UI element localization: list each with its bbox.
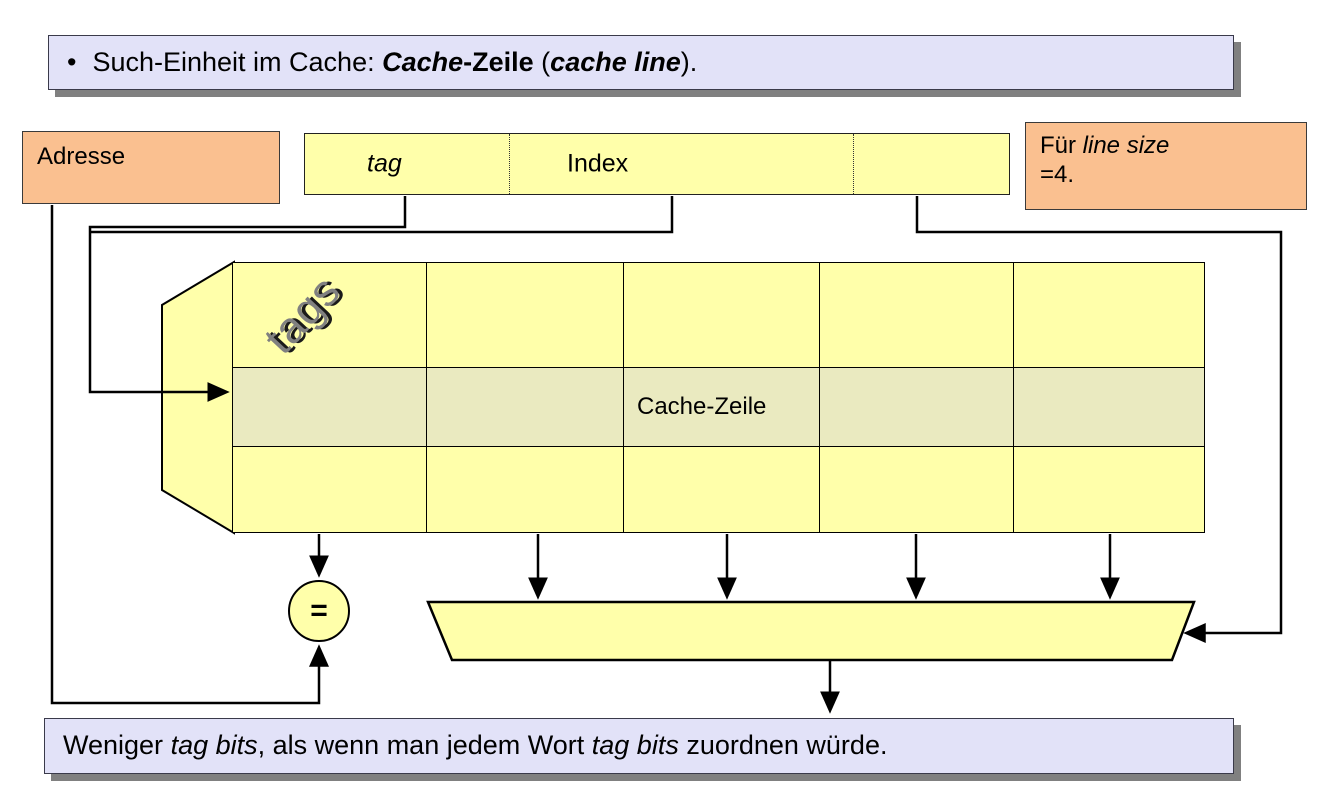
- footer-lead: Weniger: [63, 730, 171, 761]
- title-cache-line-word: cache line: [550, 46, 681, 77]
- addr-divider-index-offset: [853, 134, 854, 194]
- cache-row-2: [233, 447, 1204, 532]
- line-size-tail: =4.: [1040, 161, 1075, 189]
- footer-banner: Weniger tag bits, als wenn man jedem Wor…: [44, 718, 1234, 774]
- line-size-note-box: Für line size =4.: [1025, 122, 1307, 210]
- cache-col-divider-4: [1013, 263, 1014, 532]
- footer-text: Weniger tag bits, als wenn man jedem Wor…: [63, 730, 888, 761]
- word-select-mux: [426, 600, 1196, 662]
- address-bit-fields: tag Index: [304, 133, 1010, 195]
- footer-tail: zuordnen würde.: [678, 730, 888, 761]
- title-paren-open: (: [533, 46, 551, 77]
- title-paren-close: ).: [680, 46, 698, 77]
- equals-symbol: =: [310, 594, 328, 627]
- cache-line-label: Cache-Zeile: [637, 393, 767, 420]
- line-size-italic: line size: [1082, 132, 1170, 159]
- cache-col-divider-3: [819, 263, 820, 532]
- title-zeile-word: -Zeile: [463, 46, 534, 77]
- addr-divider-tag-index: [509, 134, 510, 194]
- title-cache-word: Cache: [382, 46, 464, 77]
- cache-row-1-highlighted: Cache-Zeile: [233, 367, 1204, 447]
- line-size-lead: Für: [1040, 132, 1083, 159]
- addr-field-tag-label: tag: [367, 149, 402, 178]
- tag-comparator: =: [288, 580, 350, 642]
- footer-mid: , als wenn man jedem Wort: [257, 730, 592, 761]
- cache-col-divider-1: [426, 263, 427, 532]
- footer-italic-2: tag bits: [591, 730, 679, 761]
- tag-array-shape: [161, 260, 235, 535]
- title-banner: • Such-Einheit im Cache: Cache-Zeile (ca…: [48, 35, 1234, 90]
- cache-array-grid: Cache-Zeile: [232, 262, 1205, 533]
- cache-row-0: [233, 263, 1204, 367]
- title-lead: Such-Einheit im Cache:: [92, 46, 383, 77]
- tag-array-block: [150, 260, 236, 535]
- addr-field-index-label: Index: [567, 149, 629, 178]
- footer-italic-1: tag bits: [170, 730, 258, 761]
- cache-col-divider-2: [623, 263, 624, 532]
- address-label-box: Adresse: [22, 131, 280, 204]
- title-text: Such-Einheit im Cache: Cache-Zeile (cach…: [92, 46, 698, 78]
- address-label-text: Adresse: [37, 143, 126, 170]
- bullet-glyph: •: [67, 47, 77, 77]
